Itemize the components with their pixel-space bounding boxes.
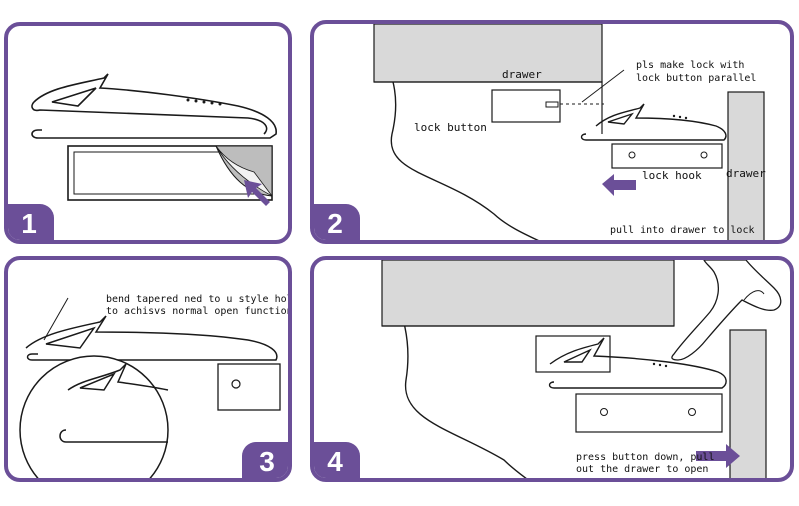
drawer-side-label: drawer — [726, 167, 766, 180]
step-number-badge: 2 — [314, 204, 360, 240]
note-line-2: to achisvs normal open function — [106, 306, 292, 317]
step-1-panel: 1 — [4, 22, 292, 244]
arrow-left-icon — [602, 174, 636, 196]
step-3-illustration — [19, 297, 281, 478]
instruction-label: pull into drawer to lock — [610, 225, 755, 236]
arrow-diagonal-icon — [244, 180, 270, 206]
step-number-badge: 4 — [314, 442, 360, 478]
step-number-badge: 3 — [242, 442, 288, 478]
step-3-panel: bend tapered ned to u style hole to achi… — [4, 256, 292, 482]
step-2-panel: drawer pls make lock with lock button pa… — [310, 20, 794, 244]
hand-pointer-icon — [671, 260, 782, 361]
instruction-line-2: out the drawer to open — [576, 464, 709, 475]
lock-button-label: lock button — [414, 121, 487, 134]
lock-hook-label: lock hook — [642, 169, 702, 182]
arrow-right-icon — [696, 444, 740, 468]
step-number-badge: 1 — [8, 204, 54, 240]
step-2-illustration — [373, 24, 765, 240]
note-line-1: pls make lock with — [636, 60, 745, 71]
step-4-illustration — [381, 260, 767, 478]
note-line-2: lock button parallel — [636, 73, 757, 84]
note-line-1: bend tapered ned to u style hole — [106, 294, 292, 305]
drawer-top-label: drawer — [502, 68, 542, 81]
step-4-panel: press button down, pull out the drawer t… — [310, 256, 794, 482]
instruction-line-1: press button down, pull — [576, 452, 715, 463]
